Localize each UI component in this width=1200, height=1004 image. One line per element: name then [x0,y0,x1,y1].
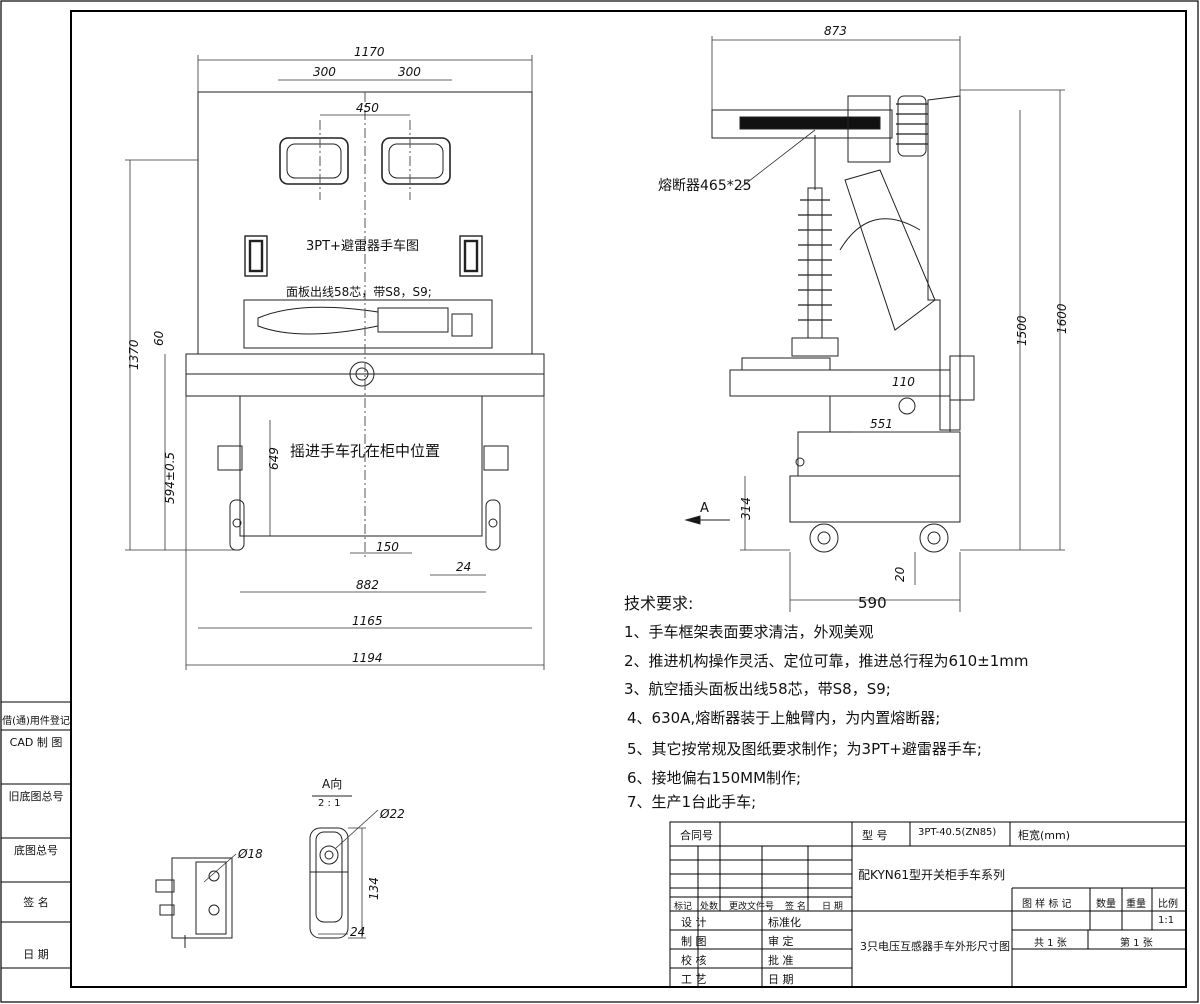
tb-sheet-no: 第 1 张 [1120,938,1153,949]
tb-contract: 合同号 [680,829,713,842]
tb-series: 配KYN61型开关柜手车系列 [858,868,1006,882]
dim-873: 873 [824,24,847,38]
margin-label-2: CAD 制 图 [9,736,63,749]
tb-quantity: 数量 [1096,899,1116,910]
panel-note: 面板出线58芯，带S8，S9; [286,285,432,299]
dim-1500: 1500 [1015,315,1029,346]
dim-d22: Ø22 [379,807,405,821]
dim-150: 150 [376,540,399,554]
dim-60: 60 [152,330,166,346]
tb-role-draw: 制 图 [681,935,707,948]
tech-heading: 技术要求: [624,594,694,613]
margin-label-6: 日 期 [23,948,49,961]
tb-total-sheets: 共 1 张 [1034,938,1067,949]
tech-item-6: 6、接地偏右150MM制作; [627,769,802,787]
left-margin-table [0,701,72,969]
tb-model-value: 3PT-40.5(ZN85) [918,827,997,838]
dim-20: 20 [893,566,907,582]
hole-note: 摇进手车孔在柜中位置 [290,442,440,460]
front-view-dimensions: 1170 300 300 450 1370 60 594±0.5 649 150… [127,45,471,665]
view-arrow-label: A [700,501,709,516]
detail-wheel-part [309,827,349,939]
tb-role-standard: 标准化 [768,916,801,929]
dim-24: 24 [456,560,471,574]
detail-view [155,795,379,948]
dim-1170: 1170 [354,45,385,59]
title-block-grid [669,821,1187,988]
margin-label-5: 签 名 [23,896,49,909]
tb-rev-date: 日 期 [822,902,843,912]
dim-551: 551 [870,417,893,431]
tb-rev-mark: 标记 [674,902,693,912]
dim-134: 134 [367,877,381,900]
dim-110: 110 [892,375,915,389]
tech-item-7: 7、生产1台此手车; [627,793,757,811]
dim-d18: Ø18 [237,847,263,861]
detail-title: A向 [322,776,342,791]
dim-1194: 1194 [352,651,383,665]
truck-body [239,395,483,537]
tb-role-review: 审 定 [768,935,794,948]
arrester [807,187,823,339]
detail-scale: 2 : 1 [318,798,340,809]
fuse-arm [711,109,893,139]
dim-300a: 300 [313,65,336,79]
tb-model-label: 型 号 [862,829,888,842]
pt-body [844,169,936,331]
side-frame [927,95,961,431]
tb-ratio-value: 1:1 [1158,915,1175,926]
detail-view-labels: A向 2 : 1 Ø22 Ø18 134 24 [237,776,405,939]
tb-rev-sign: 签 名 [785,902,806,912]
tb-role-approve: 批 准 [768,954,794,967]
dim-1600: 1600 [1055,303,1069,334]
dim-590: 590 [858,594,887,612]
detail-left-part [171,857,233,939]
tb-rev-count: 处数 [700,902,719,912]
tech-item-3: 3、航空插头面板出线58芯，带S8，S9; [624,680,891,698]
tech-item-5: 5、其它按常规及图纸要求制作；为3PT+避雷器手车; [627,740,982,758]
dim-1165: 1165 [352,614,383,628]
tech-item-1: 1、手车框架表面要求清洁，外观美观 [624,623,874,641]
tb-rev-doc: 更改文件号 [729,902,775,912]
dim-882: 882 [356,578,379,592]
dim-594: 594±0.5 [163,452,177,504]
dim-450: 450 [356,101,379,115]
tb-ratio-label: 比例 [1158,899,1178,910]
aviation-plug-panel [243,299,493,349]
tb-role-process: 工 艺 [681,973,707,986]
margin-label-1: 借(通)用件登记 [2,716,70,727]
tb-role-date: 日 期 [768,973,794,986]
tb-sample-mark: 图 样 标 记 [1022,899,1072,910]
tb-role-check: 校 核 [681,954,707,967]
margin-label-3: 旧底图总号 [8,790,64,803]
dim-300b: 300 [398,65,421,79]
margin-label-4: 底图总号 [14,844,58,857]
side-view [684,36,1065,612]
front-view [125,55,545,670]
tb-cabinet-width: 柜宽(mm) [1018,829,1071,842]
dim-detail-24: 24 [350,925,365,939]
side-chassis [789,475,961,523]
tech-item-4: 4、630A,熔断器装于上触臂内，为内置熔断器; [627,709,941,727]
front-view-title: 3PT+避雷器手车图 [306,238,419,254]
fuse-label: 熔断器465*25 [658,178,752,194]
tb-weight: 重量 [1126,899,1146,910]
tech-item-2: 2、推进机构操作灵活、定位可靠，推进总行程为610±1mm [624,652,1029,670]
tb-drawing-title: 3只电压互感器手车外形尺寸图 [860,940,1010,953]
dim-649: 649 [267,447,281,470]
side-view-dimensions: 873 1600 1500 551 110 314 20 590 熔断器465*… [658,24,1069,612]
inner-border [70,10,1187,988]
tb-role-design: 设 计 [681,916,707,929]
dim-1370: 1370 [127,339,141,370]
dim-314: 314 [739,497,753,520]
